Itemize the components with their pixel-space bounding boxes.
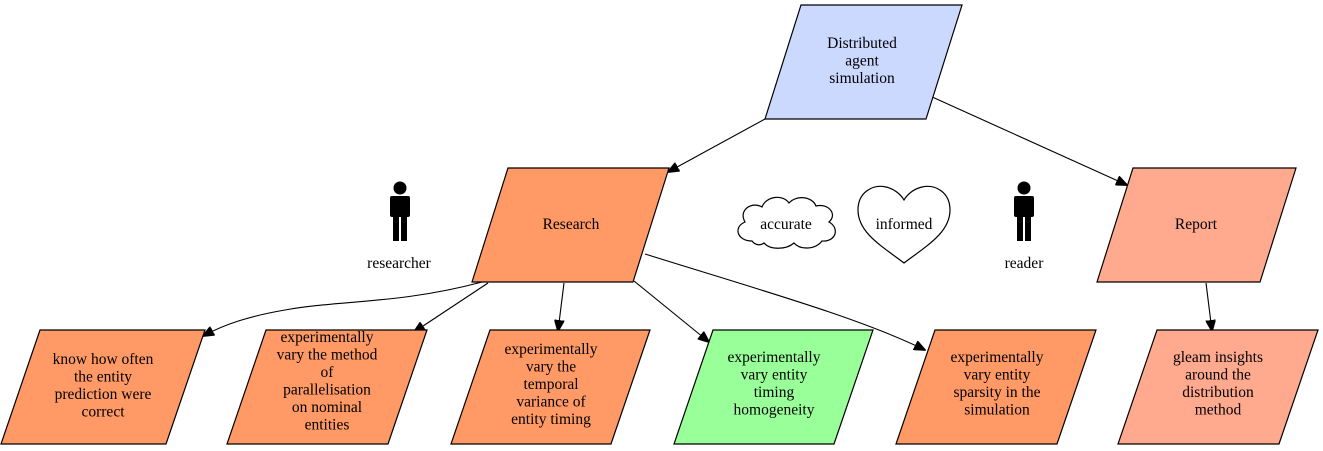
edge-research-sub4 <box>633 280 709 342</box>
research-shape <box>471 167 670 283</box>
edge-research-sub5 <box>644 253 925 350</box>
subgoal-sparsity-shape <box>895 329 1097 445</box>
person-icon <box>390 181 410 241</box>
researcher-label: researcher <box>367 255 432 272</box>
report-shape <box>1096 167 1297 283</box>
subgoal-prediction-shape <box>0 329 206 445</box>
reader-label: reader <box>1005 255 1045 272</box>
edge-report-sub6 <box>1205 282 1212 331</box>
edges <box>203 95 1212 350</box>
quality-informed[interactable]: informed <box>857 185 951 264</box>
edge-research-sub1 <box>203 281 483 336</box>
actor-reader[interactable]: reader <box>1005 181 1045 273</box>
subgoal-insights-shape <box>1117 329 1319 445</box>
research-label: Research <box>543 216 600 233</box>
quality-accurate[interactable]: accurate <box>737 196 836 249</box>
report-label: Report <box>1175 216 1218 233</box>
heart-icon <box>857 185 951 264</box>
goal-shape <box>764 4 963 120</box>
edge-research-sub3 <box>558 282 565 331</box>
subgoal-parallelisation-shape <box>226 329 428 445</box>
edge-goal-research <box>668 118 766 172</box>
edge-goal-report <box>929 95 1127 185</box>
informed-label: informed <box>876 216 933 233</box>
actor-researcher[interactable]: researcher <box>367 181 432 273</box>
subgoal-temporal-variance-shape <box>450 329 651 445</box>
cloud-icon <box>737 196 836 249</box>
accurate-label: accurate <box>760 216 812 233</box>
subgoal-timing-homogeneity-shape <box>673 329 874 445</box>
report-node[interactable]: Report <box>1096 167 1297 283</box>
person-icon <box>1014 181 1034 241</box>
research-node[interactable]: Research <box>471 167 670 283</box>
edge-research-sub2 <box>414 282 489 332</box>
